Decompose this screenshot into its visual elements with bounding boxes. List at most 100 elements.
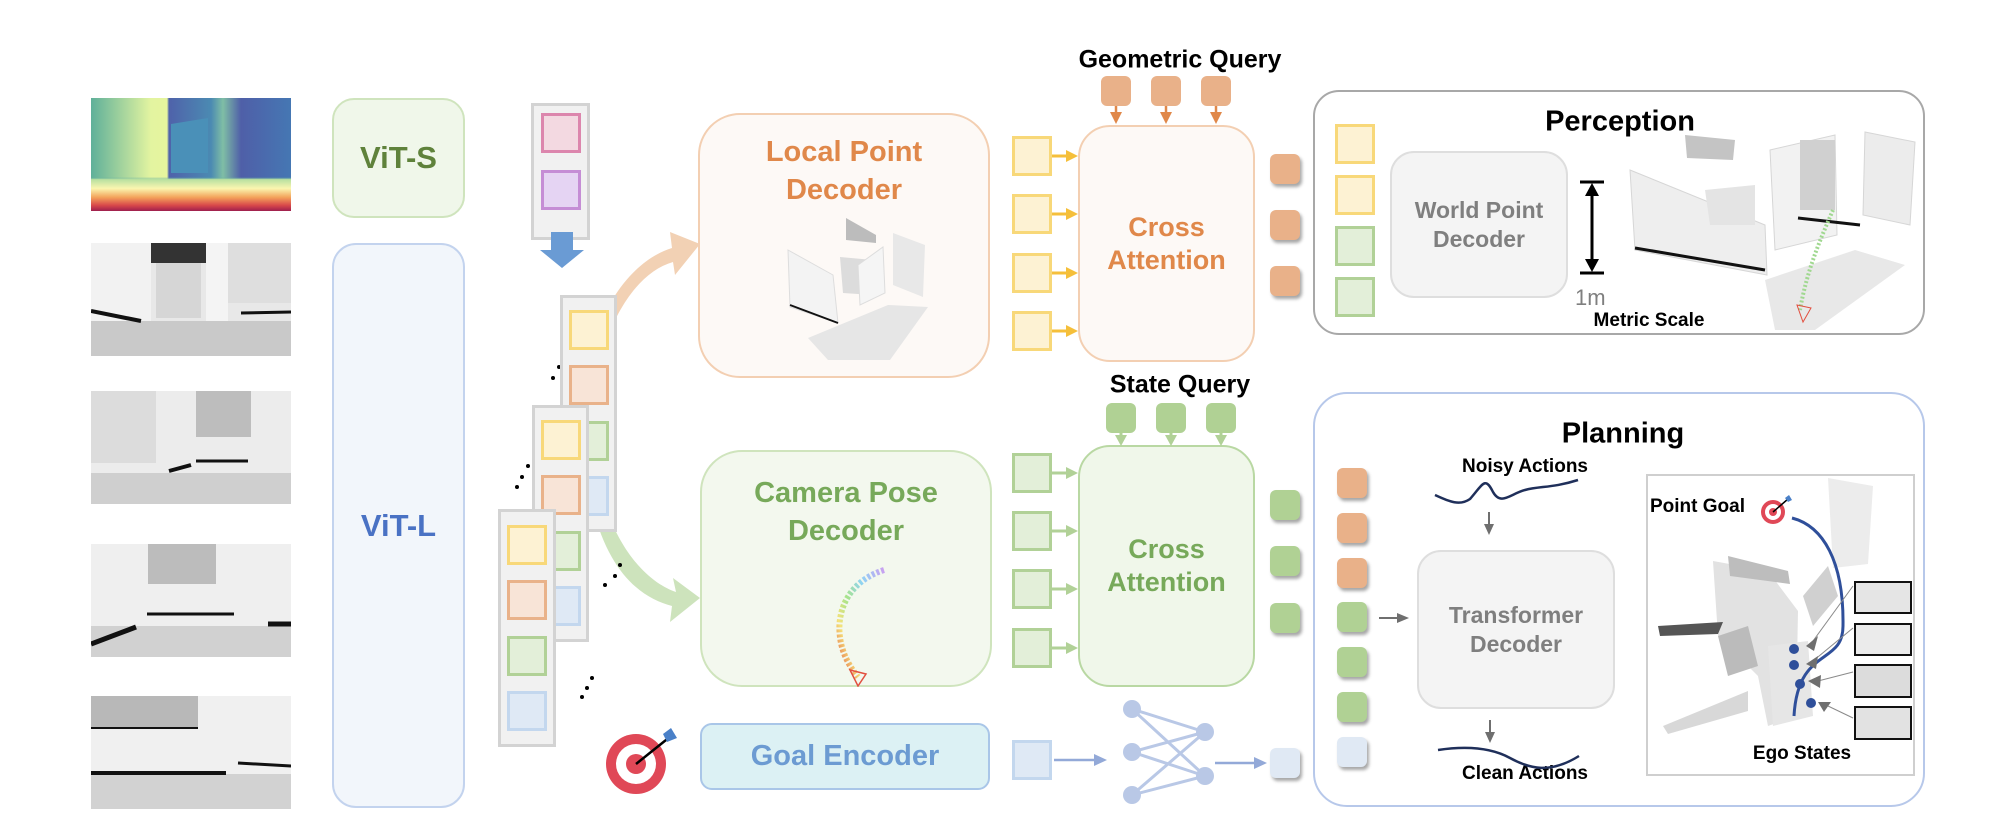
yellow-token <box>507 525 547 565</box>
planned-trajectory <box>1791 516 1845 717</box>
camera-pose-token <box>1012 453 1052 493</box>
local-point-token <box>1012 311 1052 351</box>
planning-input-token <box>1337 647 1367 677</box>
planning-title: Planning <box>1561 417 1685 450</box>
cross-attention-line1: Cross <box>1128 534 1205 564</box>
input-frame-1 <box>91 243 291 356</box>
perception-input-token <box>1335 226 1375 266</box>
planning-input-token <box>1337 737 1367 767</box>
target-goal-icon <box>606 728 677 794</box>
metric-scale-label: Metric Scale <box>1593 310 1705 331</box>
local-point-decoder-line2: Decoder <box>785 174 903 206</box>
planning-input-token <box>1337 692 1367 722</box>
camera-pose-token <box>1012 569 1052 609</box>
transformer-decoder: Transformer Decoder <box>1417 550 1615 709</box>
ego-states-map: Point Goal <box>1646 474 1915 776</box>
perception-panel: Perception World Point Decoder 1m Metric… <box>1313 90 1925 335</box>
ego-states-label: Ego States <box>1752 743 1852 764</box>
state-query-token <box>1156 403 1186 433</box>
world-point-decoder: World Point Decoder <box>1390 151 1568 298</box>
geometric-output-token <box>1270 266 1300 296</box>
vit-s-label: ViT-S <box>360 140 437 175</box>
ego-frame-thumbnail <box>1854 581 1912 614</box>
green-token <box>507 636 547 676</box>
planning-input-token <box>1337 558 1367 588</box>
purple-token <box>541 170 581 210</box>
ego-state-point <box>1789 660 1799 670</box>
perception-input-token <box>1335 175 1375 215</box>
ego-frame-thumbnail <box>1854 664 1912 698</box>
perception-input-token <box>1335 277 1375 317</box>
transformer-decoder-line2: Decoder <box>1469 630 1563 657</box>
clean-action-curve <box>1437 746 1580 770</box>
camera-pose-token <box>1012 628 1052 668</box>
noisy-action-curve <box>1434 478 1579 504</box>
geometric-cross-attention: Cross Attention <box>1078 125 1255 362</box>
state-output-token <box>1270 490 1300 520</box>
planning-input-token <box>1337 602 1367 632</box>
planning-input-token <box>1337 468 1367 498</box>
token-column-front <box>498 509 556 747</box>
local-point-token <box>1012 136 1052 176</box>
pink-token <box>541 113 581 153</box>
input-frame-4 <box>91 696 291 809</box>
geometric-query-token <box>1201 76 1231 106</box>
world-point-decoder-line2: Decoder <box>1432 225 1526 252</box>
vit-l-encoder: ViT-L <box>332 243 465 808</box>
camera-pose-decoder: Camera Pose Decoder <box>700 450 992 687</box>
input-frame-2 <box>91 391 291 504</box>
goal-encoder: Goal Encoder <box>700 723 990 790</box>
ego-state-point <box>1789 644 1799 654</box>
point-goal-target-icon <box>1761 495 1792 524</box>
point-goal-label: Point Goal <box>1650 496 1745 517</box>
yellow-token <box>541 420 581 460</box>
perception-input-token <box>1335 124 1375 164</box>
yellow-token <box>569 310 609 350</box>
state-cross-attention: Cross Attention <box>1078 445 1255 687</box>
cross-attention-line1: Cross <box>1128 211 1205 242</box>
trajectory-layer <box>1789 516 1854 719</box>
planning-input-token <box>1337 513 1367 543</box>
state-output-token <box>1270 603 1300 633</box>
input-frame-3 <box>91 544 291 657</box>
state-query-label: State Query <box>1109 370 1251 399</box>
vit-s-encoder: ViT-S <box>332 98 465 218</box>
cross-attention-line2: Attention <box>1107 244 1226 275</box>
geometric-output-token <box>1270 210 1300 240</box>
camera-trajectory-image <box>836 567 885 687</box>
local-point-cloud-image <box>787 218 928 360</box>
local-point-decoder-line1: Local Point <box>765 136 923 168</box>
planning-connectors <box>1379 478 1580 770</box>
scale-unit-label: 1m <box>1575 285 1606 310</box>
orange-token <box>507 580 547 620</box>
goal-output-token <box>1270 748 1300 778</box>
state-output-token <box>1270 546 1300 576</box>
world-point-cloud-image <box>1629 131 1916 330</box>
perception-title: Perception <box>1545 105 1695 138</box>
ego-state-point <box>1806 698 1816 708</box>
camera-pose-decoder-line1: Camera Pose <box>754 477 938 509</box>
goal-token <box>1012 740 1052 780</box>
camera-pose-token <box>1012 511 1052 551</box>
ego-state-point <box>1795 679 1805 689</box>
goal-encoder-label: Goal Encoder <box>750 740 940 772</box>
orange-token <box>569 365 609 405</box>
noisy-actions-label: Noisy Actions <box>1462 456 1588 477</box>
local-point-decoder: Local Point Decoder <box>698 113 990 378</box>
local-point-token <box>1012 253 1052 293</box>
clean-actions-label: Clean Actions <box>1462 763 1588 784</box>
ego-frame-thumbnail <box>1854 623 1912 656</box>
mlp-icon <box>1130 707 1207 797</box>
local-point-token <box>1012 194 1052 234</box>
blue-token <box>507 691 547 731</box>
vit-l-label: ViT-L <box>360 507 437 543</box>
transformer-decoder-line1: Transformer <box>1448 601 1584 628</box>
geometric-query-token <box>1101 76 1131 106</box>
depth-map-image <box>91 98 291 211</box>
state-query-token <box>1106 403 1136 433</box>
geometric-query-label: Geometric Query <box>1078 45 1282 74</box>
camera-pose-decoder-line2: Decoder <box>787 515 905 547</box>
planning-panel: Planning Noisy Actions Clean Actions Tra… <box>1313 392 1925 807</box>
scene-point-cloud-image <box>1658 478 1873 734</box>
orange-token <box>541 475 581 515</box>
